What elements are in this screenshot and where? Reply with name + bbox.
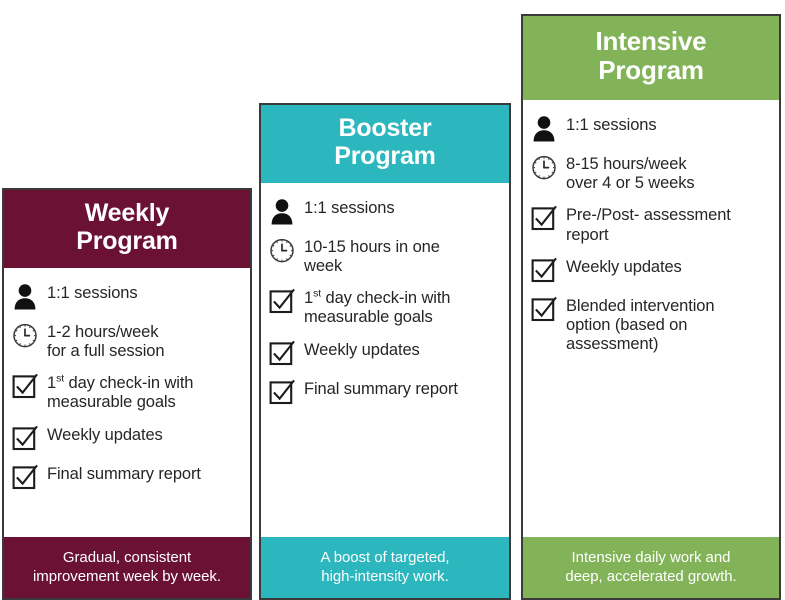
clock-icon bbox=[269, 237, 295, 264]
card-footer-line2: improvement week by week. bbox=[33, 567, 221, 585]
feature-item: Final summary report bbox=[12, 458, 242, 497]
card-footer-line2: deep, accelerated growth. bbox=[565, 567, 737, 585]
card-footer-line1: A boost of targeted, bbox=[320, 548, 450, 566]
card-title-line2: Program bbox=[76, 227, 178, 255]
card-title-line2: Program bbox=[598, 55, 704, 86]
card-title-line1: Weekly bbox=[84, 199, 170, 227]
feature-item: 1:1 sessions bbox=[531, 109, 771, 148]
card-footer-line2: high-intensity work. bbox=[321, 567, 449, 585]
checkbox-checked-icon bbox=[12, 425, 38, 452]
checkbox-checked-icon bbox=[12, 464, 38, 491]
card-title-line2: Program bbox=[334, 142, 436, 170]
feature-label: 1:1 sessions bbox=[304, 199, 395, 217]
feature-label: 1:1 sessions bbox=[47, 284, 138, 302]
feature-item: Weekly updates bbox=[531, 251, 771, 290]
checkbox-checked-icon bbox=[531, 296, 557, 323]
card-footer-line1: Gradual, consistent bbox=[62, 548, 192, 566]
card-footer-line1: Intensive daily work and bbox=[571, 548, 731, 566]
clock-icon bbox=[531, 154, 557, 181]
checkbox-checked-icon bbox=[531, 205, 557, 232]
feature-label: Weekly updates bbox=[304, 340, 420, 359]
feature-item: 1:1 sessions bbox=[12, 277, 242, 316]
checkbox-checked-icon bbox=[269, 288, 295, 315]
checkbox-checked-icon bbox=[269, 379, 295, 406]
person-icon bbox=[12, 283, 38, 310]
card-footer-booster: A boost of targeted,high-intensity work. bbox=[261, 536, 509, 598]
feature-label: Weekly updates bbox=[47, 425, 163, 444]
clock-icon bbox=[12, 322, 38, 349]
person-icon bbox=[531, 115, 557, 142]
card-title-line1: Booster bbox=[338, 114, 432, 142]
feature-label: 1:1 sessions bbox=[566, 116, 657, 135]
feature-item: 1:1 sessions bbox=[269, 192, 501, 231]
feature-label: Weekly updates bbox=[566, 257, 682, 276]
person-icon bbox=[269, 198, 295, 225]
card-title-line1: Intensive bbox=[595, 26, 707, 56]
feature-label: Final summary report bbox=[304, 379, 458, 398]
checkbox-checked-icon bbox=[531, 257, 557, 284]
checkbox-checked-icon bbox=[269, 340, 295, 367]
feature-item: Weekly updates bbox=[12, 419, 242, 458]
feature-item: Weekly updates bbox=[269, 334, 501, 373]
checkbox-checked-icon bbox=[12, 373, 38, 400]
feature-label: Final summary report bbox=[47, 464, 201, 483]
feature-item: Final summary report bbox=[269, 373, 501, 412]
